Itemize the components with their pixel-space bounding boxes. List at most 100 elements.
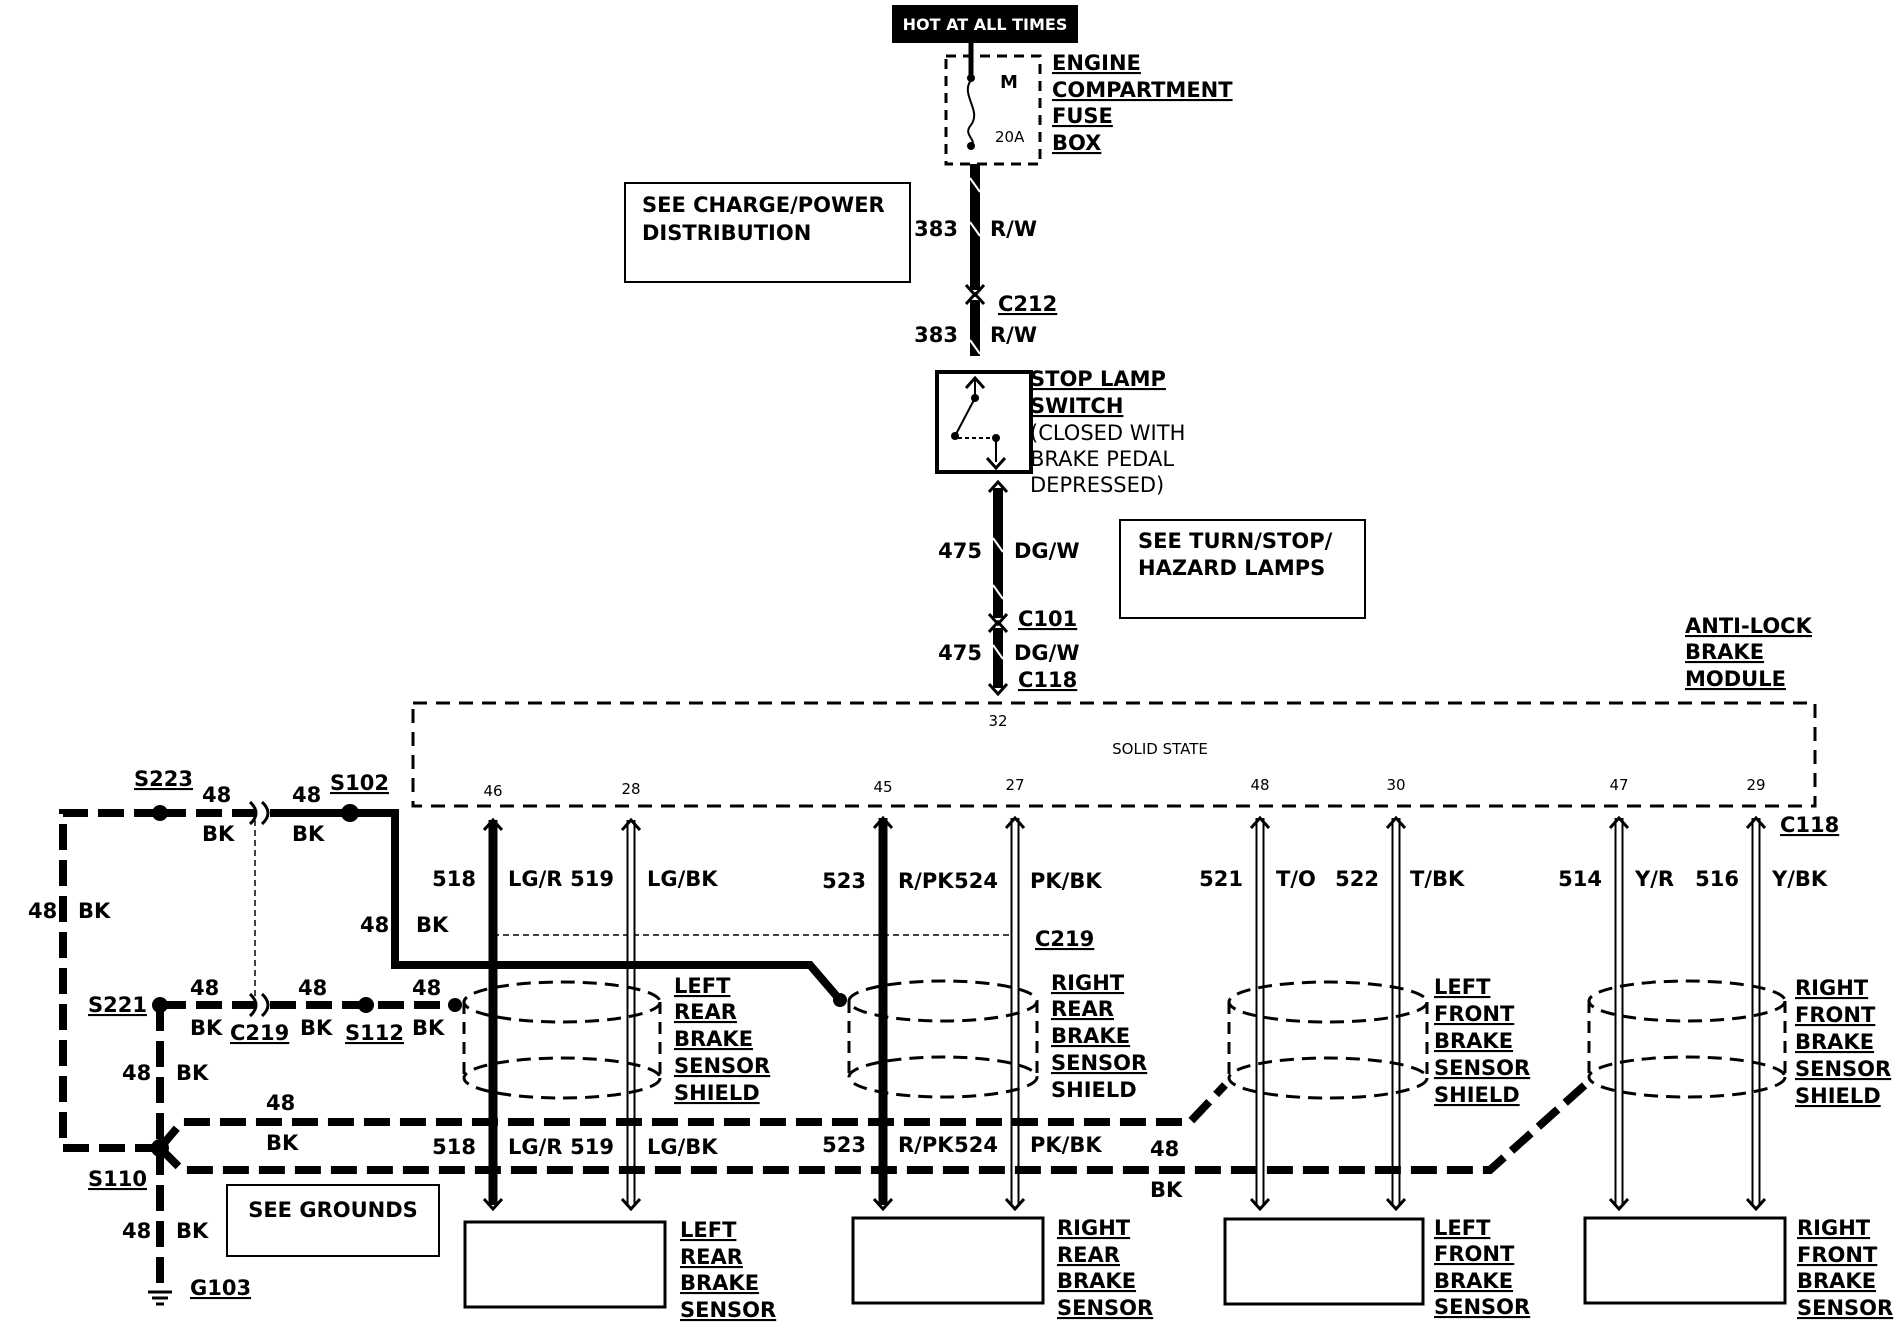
label-c219-left: C219 bbox=[230, 1021, 289, 1045]
right-rear-sensor-group bbox=[847, 816, 1045, 1305]
fuse-box-label-2: COMPARTMENT bbox=[1052, 78, 1233, 102]
lr-shield-2: REAR bbox=[674, 1000, 737, 1024]
label-bk-d: BK bbox=[78, 899, 111, 923]
switch-desc-2: BRAKE PEDAL bbox=[1030, 447, 1174, 471]
label-bk-b: BK bbox=[292, 822, 325, 846]
label-48-f: 48 bbox=[298, 976, 327, 1000]
rf-sensor-1: RIGHT bbox=[1797, 1216, 1871, 1240]
pin-27: 27 bbox=[1005, 776, 1024, 794]
label-s110: S110 bbox=[88, 1167, 147, 1191]
wire-523-top: 523 bbox=[822, 869, 866, 893]
splice-s112 bbox=[358, 997, 374, 1013]
turn-note-line-2: HAZARD LAMPS bbox=[1138, 556, 1325, 580]
lf-shield-2: FRONT bbox=[1434, 1002, 1515, 1026]
splice-s223 bbox=[152, 805, 168, 821]
splice-s102 bbox=[341, 804, 359, 822]
label-g103: G103 bbox=[190, 1276, 251, 1300]
rr-shield-3: BRAKE bbox=[1051, 1024, 1130, 1048]
rf-shield-1: RIGHT bbox=[1795, 976, 1869, 1000]
splice-s110 bbox=[151, 1139, 169, 1157]
switch-label-2: SWITCH bbox=[1030, 394, 1123, 418]
pin-47: 47 bbox=[1609, 776, 1628, 794]
fuse-rating: 20A bbox=[995, 128, 1025, 146]
rr-sensor-1: RIGHT bbox=[1057, 1216, 1131, 1240]
connector-c118-bottom: C118 bbox=[1780, 813, 1839, 837]
wire-pkbk-top: PK/BK bbox=[1030, 869, 1102, 893]
wire-lgbk-bottom: LG/BK bbox=[647, 1135, 718, 1159]
wire-524-bottom: 524 bbox=[954, 1133, 998, 1157]
wire-ybk: Y/BK bbox=[1771, 867, 1828, 891]
wire-rpk-bottom: R/PK bbox=[898, 1133, 954, 1157]
ground-wire-s110-lower bbox=[157, 1082, 1588, 1174]
see-grounds-note-box bbox=[226, 1184, 440, 1257]
fuse-icon bbox=[966, 79, 976, 147]
anti-lock-brake-module bbox=[411, 701, 1817, 808]
module-label-2: BRAKE bbox=[1685, 640, 1764, 664]
wire-475-color: DG/W bbox=[1014, 539, 1080, 563]
lr-sensor-1: LEFT bbox=[680, 1218, 737, 1242]
label-s102: S102 bbox=[330, 771, 389, 795]
rf-sensor-3: BRAKE bbox=[1797, 1269, 1876, 1293]
fuse-box bbox=[944, 54, 1042, 166]
label-s221: S221 bbox=[88, 993, 147, 1017]
ground-wire-s223-loop bbox=[59, 809, 160, 1152]
charge-note-line-2: DISTRIBUTION bbox=[642, 221, 811, 245]
lr-shield-5: SHIELD bbox=[674, 1081, 760, 1105]
hot-label: HOT AT ALL TIMES bbox=[903, 15, 1068, 34]
label-bk-k: BK bbox=[1150, 1178, 1183, 1202]
lf-sensor-4: SENSOR bbox=[1434, 1295, 1530, 1319]
label-48-c: 48 bbox=[360, 913, 389, 937]
lr-shield-3: BRAKE bbox=[674, 1027, 753, 1051]
label-bk-g: BK bbox=[412, 1016, 445, 1040]
label-48-e: 48 bbox=[190, 976, 219, 1000]
turn-note-line-1: SEE TURN/STOP/ bbox=[1138, 529, 1333, 553]
lf-shield-5: SHIELD bbox=[1434, 1083, 1520, 1107]
rr-sensor-3: BRAKE bbox=[1057, 1269, 1136, 1293]
charge-power-note-box bbox=[624, 182, 911, 283]
label-bk-f: BK bbox=[300, 1016, 333, 1040]
wire-475-color-2: DG/W bbox=[1014, 641, 1080, 665]
wire-522: 522 bbox=[1335, 867, 1379, 891]
wire-519-bottom: 519 bbox=[570, 1135, 614, 1159]
rr-shield-1: RIGHT bbox=[1051, 971, 1125, 995]
rf-shield-3: BRAKE bbox=[1795, 1030, 1874, 1054]
switch-desc-3: DEPRESSED) bbox=[1030, 473, 1164, 497]
pin-30: 30 bbox=[1386, 776, 1405, 794]
rr-sensor-4: SENSOR bbox=[1057, 1296, 1153, 1320]
wire-518-bottom: 518 bbox=[432, 1135, 476, 1159]
label-bk-e: BK bbox=[190, 1016, 223, 1040]
pin-28: 28 bbox=[621, 780, 640, 798]
fuse-letter: M bbox=[1000, 72, 1018, 93]
label-bk-j: BK bbox=[176, 1219, 209, 1243]
wire-524-top: 524 bbox=[954, 869, 998, 893]
label-48-j: 48 bbox=[122, 1219, 151, 1243]
hot-at-all-times-badge bbox=[892, 5, 1078, 43]
wire-516: 516 bbox=[1695, 867, 1739, 891]
wire-lgbk-top: LG/BK bbox=[647, 867, 718, 891]
label-48-g: 48 bbox=[412, 976, 441, 1000]
wire-to: T/O bbox=[1276, 867, 1316, 891]
module-label-1: ANTI-LOCK bbox=[1685, 614, 1813, 638]
lr-sensor-2: REAR bbox=[680, 1245, 743, 1269]
wire-383-number: 383 bbox=[914, 217, 958, 241]
right-front-sensor-group bbox=[1583, 816, 1787, 1305]
label-48-d: 48 bbox=[28, 899, 57, 923]
rf-sensor-2: FRONT bbox=[1797, 1243, 1878, 1267]
solid-state-label: SOLID STATE bbox=[1112, 740, 1208, 758]
label-48-k: 48 bbox=[1150, 1137, 1179, 1161]
label-bk-i: BK bbox=[266, 1131, 299, 1155]
wire-tbk: T/BK bbox=[1410, 867, 1465, 891]
lr-shield-4: SENSOR bbox=[674, 1054, 770, 1078]
wire-475-number-2: 475 bbox=[938, 641, 982, 665]
left-rear-brake-sensor bbox=[463, 1220, 667, 1309]
wire-521: 521 bbox=[1199, 867, 1243, 891]
rf-shield-5: SHIELD bbox=[1795, 1084, 1881, 1108]
stop-lamp-switch bbox=[935, 370, 1033, 474]
splice-s221 bbox=[152, 997, 168, 1013]
rr-sensor-2: REAR bbox=[1057, 1243, 1120, 1267]
rf-sensor-4: SENSOR bbox=[1797, 1296, 1893, 1320]
rr-shield-4: SENSOR bbox=[1051, 1051, 1147, 1075]
wire-lgr-top: LG/R bbox=[508, 867, 562, 891]
lf-shield-1: LEFT bbox=[1434, 975, 1491, 999]
wire-yr: Y/R bbox=[1634, 867, 1674, 891]
